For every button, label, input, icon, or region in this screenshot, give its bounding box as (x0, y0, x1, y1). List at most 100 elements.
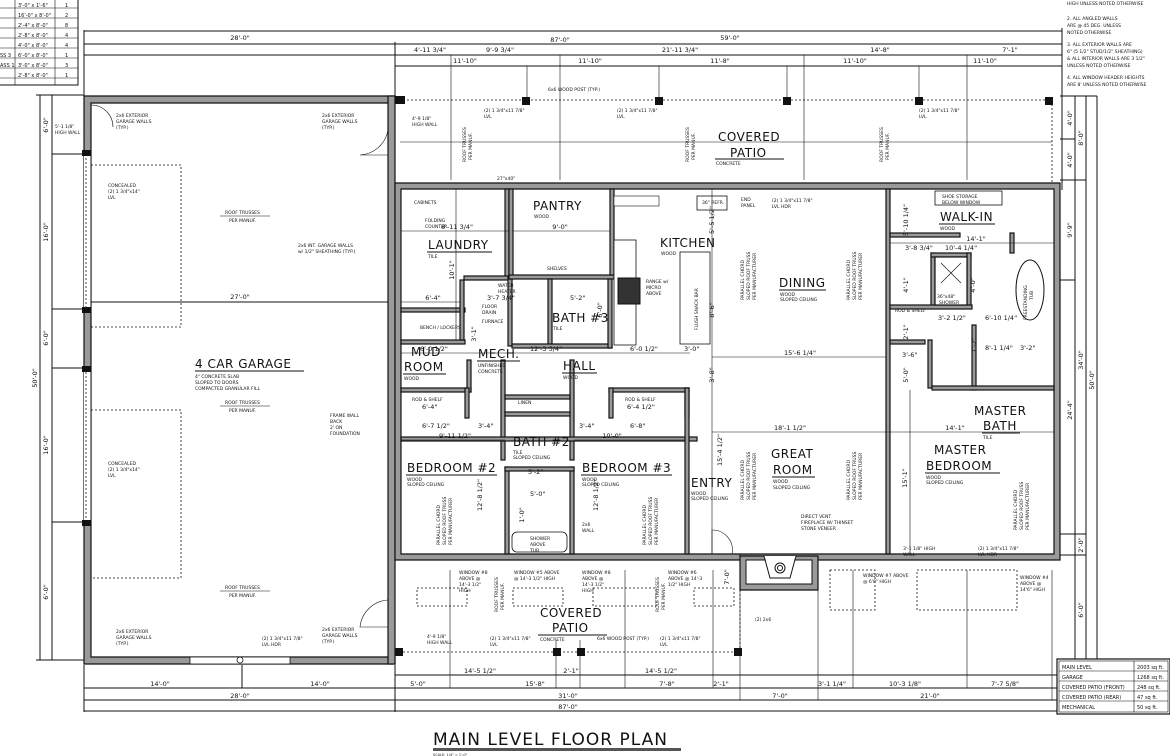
svg-text:MICRO: MICRO (646, 285, 661, 291)
svg-text:WINDOW #8: WINDOW #8 (459, 570, 488, 576)
svg-text:8'-1 1/4": 8'-1 1/4" (985, 344, 1013, 352)
svg-text:LVL: LVL (108, 195, 116, 201)
svg-text:3'-1 1/8" HIGH: 3'-1 1/8" HIGH (903, 546, 935, 552)
svg-text:87'-0": 87'-0" (550, 36, 570, 44)
door-qty-6: 1 (65, 53, 68, 59)
svg-text:WOOD: WOOD (691, 491, 707, 497)
svg-text:HIGH: HIGH (582, 588, 594, 594)
svg-text:18'-1 1/2": 18'-1 1/2" (774, 424, 806, 432)
top-dimensions: 87'-0" 28'-0" 59'-0" 4'-11 3/4" 9'-9 3/4… (83, 28, 1063, 190)
svg-text:GARAGE WALLS: GARAGE WALLS (116, 635, 152, 641)
door-size-5: 4'-0" x 8'-0" (18, 43, 48, 49)
svg-text:CONCRETE: CONCRETE (540, 637, 565, 643)
svg-text:(TYP.): (TYP.) (116, 641, 129, 647)
svg-text:6x6 WOOD POST (TYP.): 6x6 WOOD POST (TYP.) (548, 87, 600, 93)
svg-text:50'-0": 50'-0" (31, 368, 39, 388)
svg-text:TILE: TILE (512, 450, 523, 456)
svg-text:ABOVE @: ABOVE @ (582, 576, 604, 582)
svg-text:WOOD: WOOD (926, 475, 942, 481)
svg-text:34'-0": 34'-0" (1077, 350, 1085, 370)
door-size-6: 6'-0" x 8'-0" (18, 53, 48, 59)
front-covered-patio: COVERED PATIO CONCRETE 4'-9 1/8" HIGH WA… (395, 554, 1049, 656)
room-labels: CABINETS FOLDING COUNTER LAUNDRY TILE BE… (403, 194, 1035, 558)
svg-text:PARALLEL CHORD: PARALLEL CHORD (740, 259, 746, 300)
area-label-garage: GARAGE (1062, 675, 1083, 681)
svg-text:4'-0": 4'-0" (969, 277, 977, 292)
svg-text:59'-0": 59'-0" (720, 34, 740, 42)
svg-text:3. ALL EXTERIOR WALLS ARE: 3. ALL EXTERIOR WALLS ARE (1067, 42, 1132, 48)
left-dimensions: 50'-0" 6'-0" 16'-0" 6'-0" 16'-0" 6'-0" (31, 94, 84, 661)
svg-text:3'-2 1/2": 3'-2 1/2" (938, 314, 966, 322)
svg-text:(TYP.): (TYP.) (322, 125, 335, 131)
svg-text:RANGE w/: RANGE w/ (646, 279, 669, 285)
svg-text:SLOPED ROOF TRUSS: SLOPED ROOF TRUSS (1019, 482, 1025, 530)
mech-label: MECH. (478, 347, 519, 361)
svg-text:6'-0": 6'-0" (42, 117, 50, 132)
svg-text:5'-0": 5'-0" (902, 367, 910, 382)
svg-text:SLOPED ROOF TRUSS: SLOPED ROOF TRUSS (746, 452, 752, 500)
svg-text:9'-9": 9'-9" (1066, 222, 1074, 237)
svg-text:8'-11 3/4": 8'-11 3/4" (441, 223, 473, 231)
svg-text:NOTED OTHERWISE: NOTED OTHERWISE (1067, 30, 1111, 36)
svg-text:ABOVE @ 14'-3: ABOVE @ 14'-3 (668, 576, 702, 582)
svg-text:31'-0": 31'-0" (558, 692, 578, 700)
svg-text:@ 6'8" HIGH: @ 6'8" HIGH (863, 579, 891, 585)
svg-text:PER MANUFACTURER: PER MANUFACTURER (858, 253, 864, 300)
svg-text:PANEL: PANEL (741, 203, 756, 209)
svg-text:GARAGE WALLS: GARAGE WALLS (116, 119, 152, 125)
hall-label: HALL (563, 359, 596, 373)
svg-text:ROD & SHELF: ROD & SHELF (625, 397, 656, 403)
svg-text:(2) 1 3/4"x14": (2) 1 3/4"x14" (108, 189, 140, 195)
area-value-patio-rear: 47 sq ft. (1137, 695, 1158, 701)
svg-text:6'-4": 6'-4" (425, 294, 440, 302)
svg-text:LVL: LVL (660, 642, 668, 648)
svg-text:16'-0": 16'-0" (42, 222, 50, 242)
plan-title: MAIN LEVEL FLOOR PLAN (433, 730, 668, 750)
svg-text:WOOD: WOOD (407, 477, 423, 483)
svg-text:6" (5 1/2" STUD/1/2" SHEATHING: 6" (5 1/2" STUD/1/2" SHEATHING) (1067, 49, 1143, 55)
svg-text:WALL: WALL (582, 528, 595, 534)
svg-text:3'-1 1/4": 3'-1 1/4" (818, 680, 846, 688)
svg-text:6'-7 1/2": 6'-7 1/2" (422, 422, 450, 430)
door-prefix-7: ASS 1 (0, 63, 15, 69)
svg-text:(TYP.): (TYP.) (116, 125, 129, 131)
svg-text:FOUNDATION: FOUNDATION (330, 431, 360, 437)
svg-text:PER MANUF.: PER MANUF. (229, 593, 256, 599)
front-patio-label-2: PATIO (552, 621, 589, 635)
svg-text:3'-7 3/4": 3'-7 3/4" (487, 294, 515, 302)
door-schedule-table: 3'-0" x 1'-6" 1 16'-0" x 8'-0" 2 2'-4" x… (0, 0, 79, 86)
svg-text:2x6 EXTERIOR: 2x6 EXTERIOR (322, 627, 354, 633)
svg-text:4'-9 1/8": 4'-9 1/8" (412, 116, 431, 122)
svg-text:9'-0": 9'-0" (552, 223, 567, 231)
svg-text:14'-8": 14'-8" (870, 46, 890, 54)
svg-text:WINDOW #4: WINDOW #4 (1020, 575, 1049, 581)
svg-text:14'-0": 14'-0" (150, 680, 170, 688)
svg-text:(2) 1 3/4"x11 7/8": (2) 1 3/4"x11 7/8" (490, 636, 531, 642)
door-size-2: 16'-0" x 8'-0" (18, 13, 51, 19)
svg-text:6'-4": 6'-4" (422, 403, 437, 411)
svg-text:3'-1": 3'-1" (470, 326, 478, 341)
svg-text:SLOPED CEILING: SLOPED CEILING (780, 297, 818, 303)
door-size-4: 2'-8" x 8'-0" (18, 33, 48, 39)
svg-text:LVL: LVL (919, 114, 927, 120)
svg-text:DIRECT VENT: DIRECT VENT (801, 514, 831, 520)
svg-text:FLUSH SNACK BAR: FLUSH SNACK BAR (694, 288, 700, 330)
area-label-patio-front: COVERED PATIO (FRONT) (1062, 685, 1125, 691)
svg-text:1/2" HIGH: 1/2" HIGH (668, 582, 690, 588)
svg-text:2'-0": 2'-0" (1077, 537, 1085, 552)
interior-dimensions: 8'-11 3/4" 10'-1" 6'-4" 9'-0" 3'-7 3/4" … (401, 189, 1054, 585)
svg-text:36" REFR.: 36" REFR. (702, 200, 724, 206)
svg-text:LVL: LVL (617, 114, 625, 120)
svg-text:2'-1": 2'-1" (713, 680, 728, 688)
door-qty-3: 8 (65, 23, 68, 29)
svg-text:14'-1": 14'-1" (966, 235, 986, 243)
svg-text:ROOF TRUSSES: ROOF TRUSSES (655, 577, 661, 612)
area-label-main: MAIN LEVEL (1062, 665, 1092, 671)
svg-text:WOOD: WOOD (940, 226, 956, 232)
general-notes: HIGH UNLESS NOTED OTHERWISE 2. ALL ANGLE… (1067, 1, 1147, 88)
svg-text:11'-10": 11'-10" (453, 57, 477, 65)
svg-text:5'-2": 5'-2" (570, 294, 585, 302)
svg-text:PER MANUF.: PER MANUF. (885, 133, 891, 160)
door-size-7: 3'-0" x 8'-0" (18, 63, 48, 69)
bath2-label: BATH #2 (513, 435, 570, 449)
